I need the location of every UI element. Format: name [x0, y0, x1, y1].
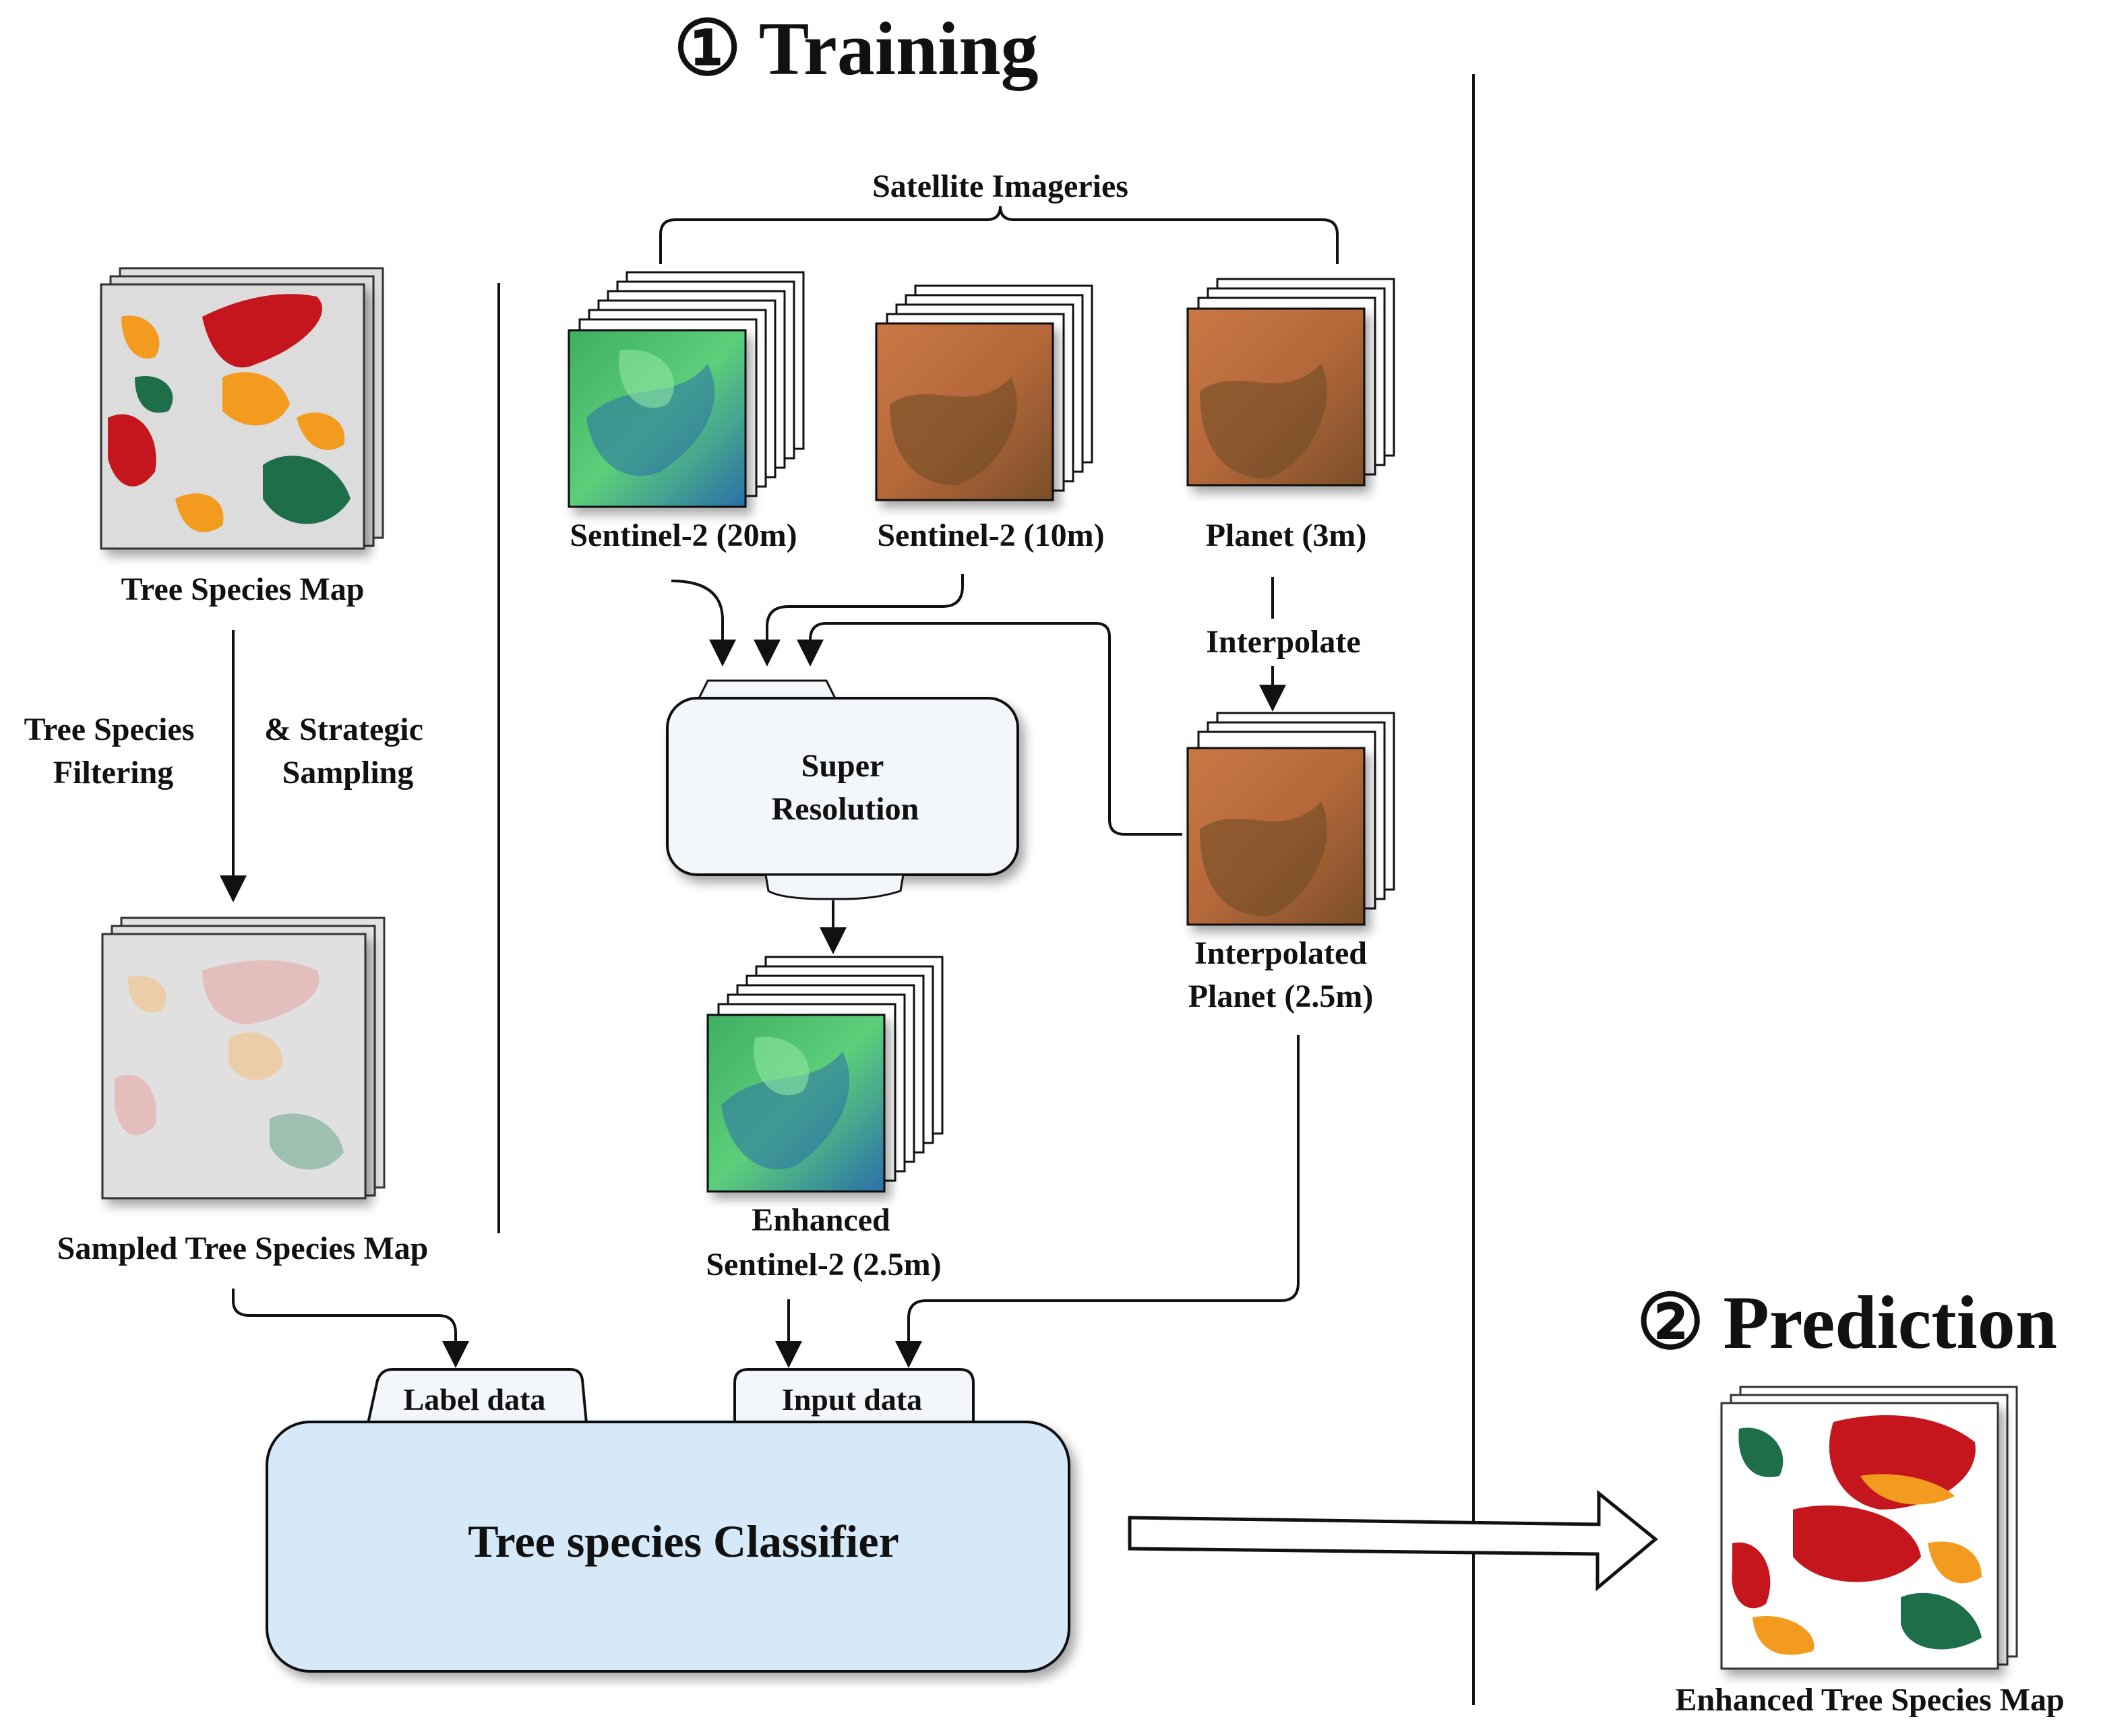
arrow-interp-to-sr [797, 622, 1182, 836]
sentinel-10m-stack [875, 284, 1093, 501]
satellite-brace [659, 206, 1339, 264]
sr-output-tab [764, 873, 905, 900]
sampled-map-label: Sampled Tree Species Map [57, 1231, 429, 1266]
sentinel-20m-stack [568, 271, 805, 508]
planet-3m-label: Planet (3m) [1206, 518, 1367, 553]
interp-planet-label-2: Planet (2.5m) [1188, 979, 1374, 1014]
sampled-map-blobs [115, 960, 344, 1170]
sr-input-tab [696, 679, 838, 701]
super-res-label-1: Super [801, 748, 884, 784]
arrow-sentinel20-to-sr [671, 580, 736, 666]
filtering-label-right-1: & Strategic [264, 712, 423, 747]
enhanced-map-blobs [1732, 1415, 1982, 1655]
planet-3m-stack [1186, 278, 1395, 487]
arrow-sentinel10-to-sr [754, 574, 964, 666]
tree-species-classifier-box [266, 1421, 1070, 1673]
classifier-label: Tree species Classifier [468, 1516, 899, 1567]
enhanced-species-map-stack [1720, 1386, 2018, 1670]
training-title: ① Training [673, 7, 1038, 91]
sampled-map-stack [101, 917, 386, 1200]
filtering-label-right-2: Sampling [282, 755, 414, 790]
super-res-label-2: Resolution [772, 791, 919, 827]
enhanced-label-1: Enhanced [752, 1202, 890, 1238]
input-data-tab [733, 1368, 975, 1425]
input-data-label: Input data [782, 1382, 922, 1417]
filtering-label-left-2: Filtering [53, 755, 174, 790]
interpolate-label: Interpolate [1206, 624, 1360, 660]
prediction-arrow [1128, 1489, 1658, 1592]
arrow-interp-to-input [895, 1035, 1300, 1368]
interp-planet-label-1: Interpolated [1194, 935, 1367, 971]
enhanced-sentinel-stack [706, 956, 944, 1193]
super-resolution-box [666, 697, 1019, 876]
enhanced-label-2: Sentinel-2 (2.5m) [706, 1247, 941, 1282]
enhanced-map-label: Enhanced Tree Species Map [1675, 1682, 2064, 1718]
interpolated-planet-stack [1186, 712, 1395, 926]
tree-species-map-label: Tree Species Map [121, 571, 365, 607]
sentinel-10m-label: Sentinel-2 (10m) [877, 518, 1104, 553]
filtering-label-left-1: Tree Species [24, 712, 195, 747]
label-data-label: Label data [404, 1382, 546, 1417]
sentinel-20m-label: Sentinel-2 (20m) [570, 518, 797, 553]
species-map-blobs [108, 294, 351, 532]
prediction-title: ② Prediction [1637, 1281, 2057, 1365]
satellite-imageries-label: Satellite Imageries [872, 168, 1128, 204]
label-data-tab [366, 1368, 588, 1425]
tree-species-map-stack [100, 267, 384, 550]
arrow-sampled-to-label [232, 1289, 469, 1368]
